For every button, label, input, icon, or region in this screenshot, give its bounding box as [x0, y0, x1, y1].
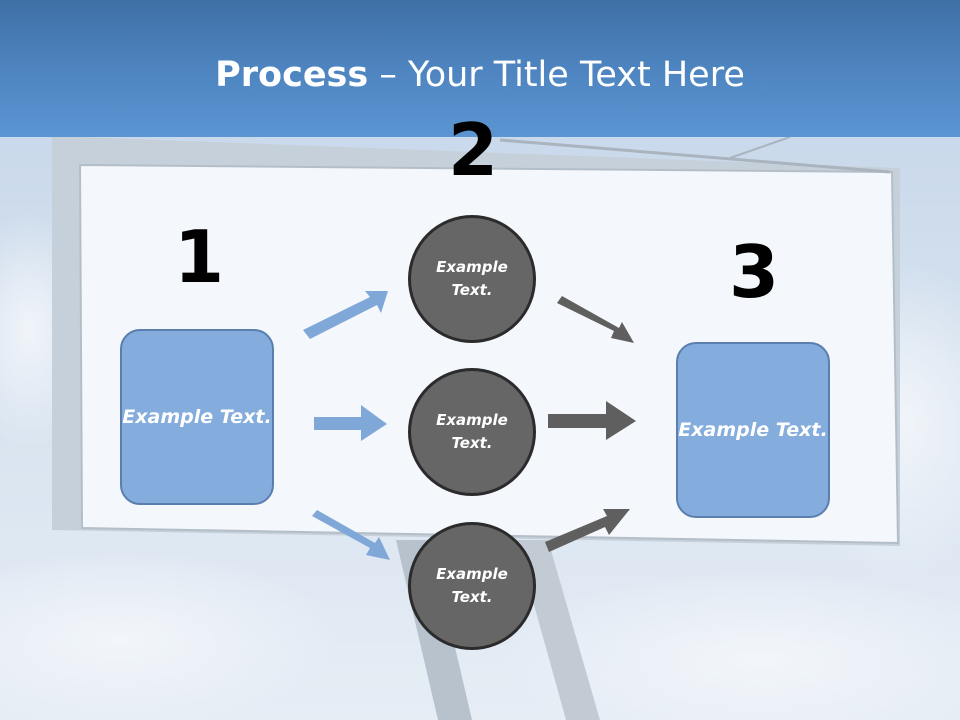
step3-box: Example Text. [676, 342, 830, 518]
step2-circle-middle: Example Text. [408, 368, 536, 496]
arrow-up-right-blue [303, 291, 388, 339]
step-number-2: 2 [447, 108, 499, 192]
step-number-1: 1 [173, 215, 225, 299]
step2-circle-top: Example Text. [408, 215, 536, 343]
circle-label: Example Text. [436, 411, 508, 452]
slide-title: Process – Your Title Text Here [0, 52, 960, 98]
arrow-down-right-blue [312, 510, 390, 560]
step-number-3: 3 [728, 230, 780, 314]
circle-label: Example Text. [436, 565, 508, 606]
title-bold: Process [215, 55, 369, 95]
step3-box-label: Example Text. [678, 418, 828, 441]
step2-circle-bottom: Example Text. [408, 522, 536, 650]
circle-label: Example Text. [436, 258, 508, 299]
title-bar [0, 0, 960, 137]
arrow-up-right-gray [545, 509, 630, 552]
step1-box-label: Example Text. [122, 405, 272, 428]
arrow-right-blue [314, 405, 387, 441]
arrow-down-right-gray [557, 296, 634, 343]
step1-box: Example Text. [120, 329, 274, 505]
title-rest: – Your Title Text Here [368, 55, 745, 95]
arrow-right-gray [548, 401, 636, 440]
